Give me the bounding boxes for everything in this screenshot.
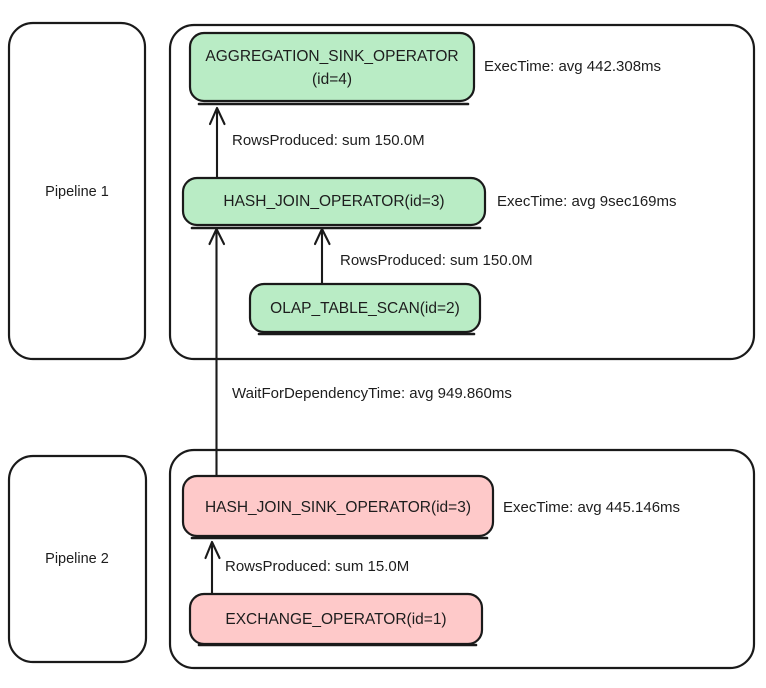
metric-hash-join-exectime: ExecTime: avg 9sec169ms: [497, 193, 677, 210]
edge-label-rowsproduced-scan: RowsProduced: sum 150.0M: [340, 252, 533, 269]
edge-label-waitfordependency: WaitForDependencyTime: avg 949.860ms: [232, 385, 512, 402]
node-hash-join-sink-operator[interactable]: HASH_JOIN_SINK_OPERATOR(id=3): [181, 474, 495, 540]
node-hash-join-operator-label: HASH_JOIN_OPERATOR(id=3): [223, 193, 444, 210]
node-hash-join-operator[interactable]: HASH_JOIN_OPERATOR(id=3): [181, 176, 487, 230]
node-olap-table-scan[interactable]: OLAP_TABLE_SCAN(id=2): [248, 282, 482, 336]
edge-hash-join-sink-to-hash-join: WaitForDependencyTime: avg 949.860ms: [208, 227, 512, 480]
node-hash-join-sink-operator-shape: [181, 474, 495, 538]
metric-hash-join-sink-exectime: ExecTime: avg 445.146ms: [503, 499, 680, 516]
pipeline-2-label: Pipeline 2: [45, 551, 109, 567]
edge-label-rowsproduced-join: RowsProduced: sum 150.0M: [232, 132, 425, 149]
node-exchange-operator[interactable]: EXCHANGE_OPERATOR(id=1): [188, 592, 484, 647]
node-aggregation-sink-operator-label-1: AGGREGATION_SINK_OPERATOR: [205, 48, 458, 65]
metric-aggregation-sink-exectime: ExecTime: avg 442.308ms: [484, 58, 661, 75]
edge-label-rowsproduced-exchange: RowsProduced: sum 15.0M: [225, 558, 409, 575]
node-aggregation-sink-operator[interactable]: AGGREGATION_SINK_OPERATOR (id=4): [188, 31, 476, 106]
edge-hash-join-to-aggregation-sink: RowsProduced: sum 150.0M: [208, 106, 425, 180]
node-olap-table-scan-label: OLAP_TABLE_SCAN(id=2): [270, 300, 460, 317]
node-olap-table-scan-shape: [248, 282, 482, 334]
node-hash-join-sink-operator-label: HASH_JOIN_SINK_OPERATOR(id=3): [205, 499, 471, 516]
pipeline-2-label-box: [7, 454, 148, 664]
node-hash-join-operator-shape: [181, 176, 487, 227]
node-exchange-operator-label: EXCHANGE_OPERATOR(id=1): [225, 611, 446, 628]
node-aggregation-sink-operator-shape: [188, 31, 476, 103]
pipeline-1-label-box: [7, 21, 147, 361]
node-aggregation-sink-operator-label-2: (id=4): [312, 71, 352, 88]
edge-exchange-to-hash-join-sink: RowsProduced: sum 15.0M: [204, 540, 409, 596]
node-exchange-operator-shape: [188, 592, 484, 646]
pipeline-1-label: Pipeline 1: [45, 184, 109, 200]
